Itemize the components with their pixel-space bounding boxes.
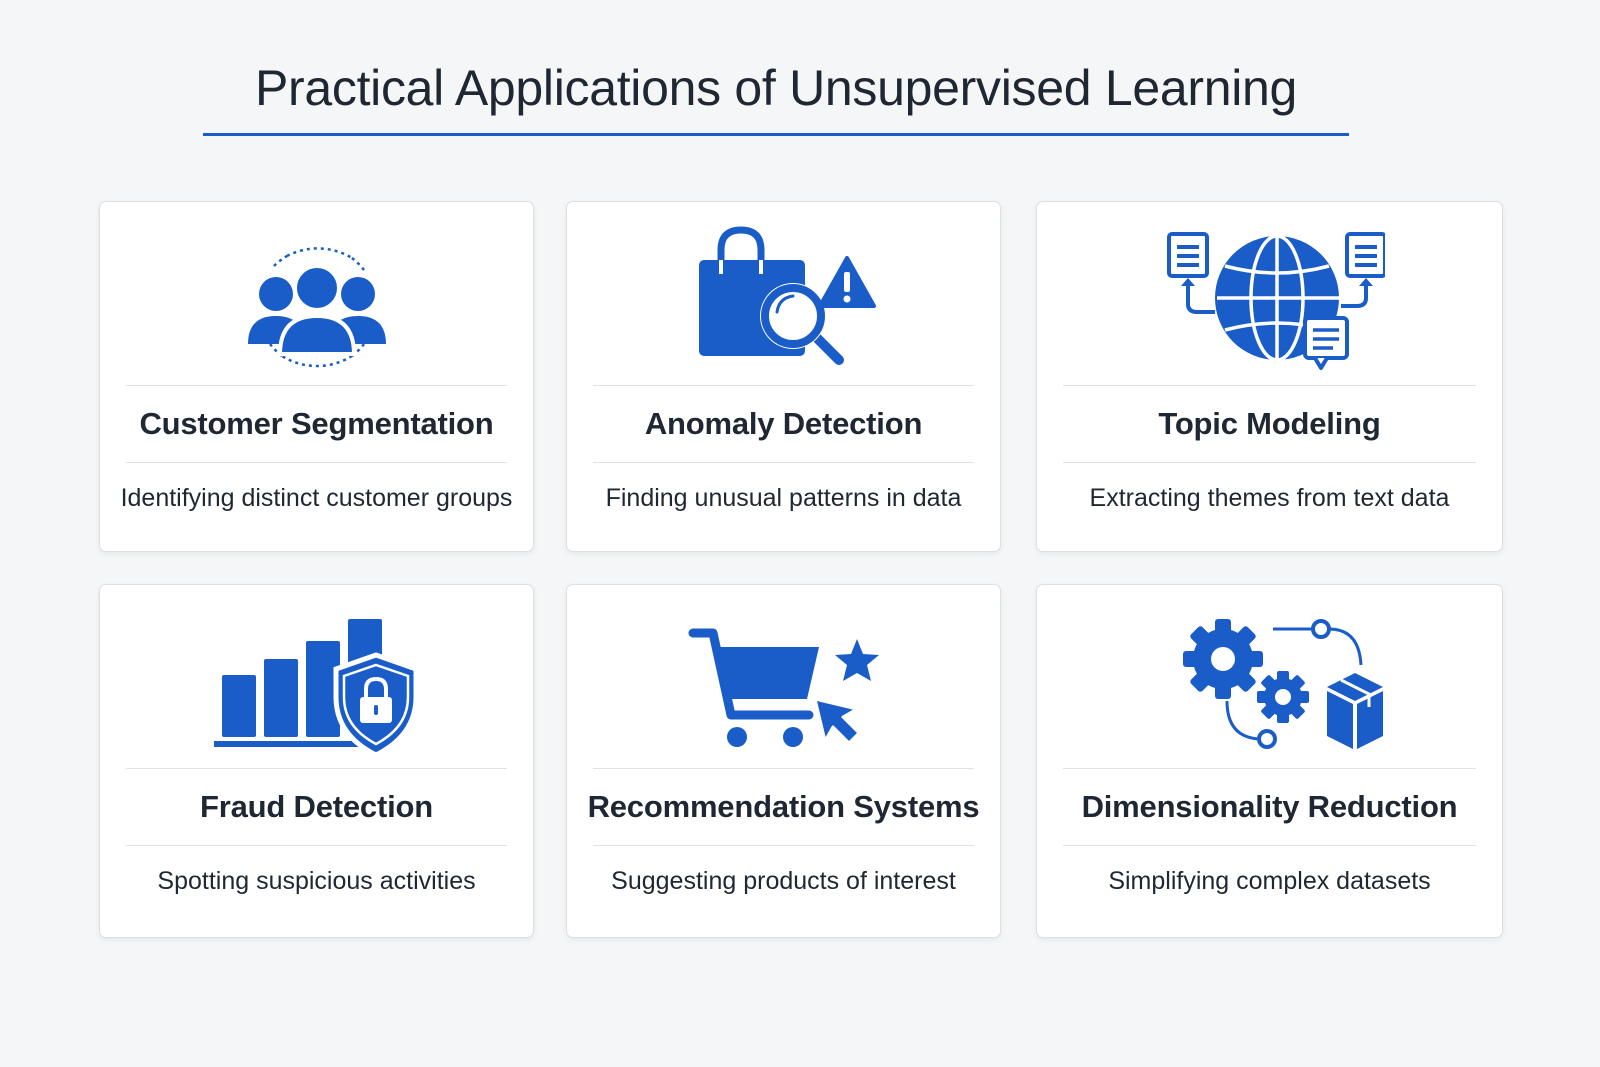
card-description: Suggesting products of interest: [611, 866, 956, 895]
divider: [593, 385, 974, 386]
card-heading: Anomaly Detection: [644, 406, 923, 441]
shopping-bag-magnifier-warning-icon: [567, 220, 1000, 378]
card-topic-modeling: Topic Modeling Extracting themes from te…: [1036, 201, 1503, 552]
divider: [593, 768, 974, 769]
card-fraud-detection: Fraud Detection Spotting suspicious acti…: [99, 584, 534, 938]
divider: [126, 845, 507, 846]
card-heading: Recommendation Systems: [587, 789, 980, 824]
card-heading: Dimensionality Reduction: [1081, 789, 1458, 824]
card-description: Simplifying complex datasets: [1108, 866, 1431, 895]
divider: [1063, 845, 1476, 846]
card-anomaly-detection: Anomaly Detection Finding unusual patter…: [566, 201, 1001, 552]
card-heading: Topic Modeling: [1158, 406, 1381, 441]
divider: [126, 462, 507, 463]
card-dimensionality-reduction: Dimensionality Reduction Simplifying com…: [1036, 584, 1503, 938]
card-description: Extracting themes from text data: [1089, 483, 1450, 512]
bar-chart-shield-lock-icon: [100, 603, 533, 761]
globe-documents-icon: [1037, 220, 1502, 378]
card-heading: Fraud Detection: [200, 789, 433, 824]
page-title: Practical Applications of Unsupervised L…: [254, 60, 1298, 116]
divider: [1063, 462, 1476, 463]
card-description: Identifying distinct customer groups: [120, 483, 513, 512]
card-heading: Customer Segmentation: [139, 406, 494, 441]
divider: [1063, 768, 1476, 769]
title-underline: [203, 133, 1349, 136]
card-recommendation-systems: Recommendation Systems Suggesting produc…: [566, 584, 1001, 938]
divider: [593, 845, 974, 846]
gears-box-icon: [1037, 603, 1502, 761]
card-description: Spotting suspicious activities: [157, 866, 476, 895]
divider: [1063, 385, 1476, 386]
divider: [126, 768, 507, 769]
divider: [593, 462, 974, 463]
user-group-icon: [100, 220, 533, 378]
card-customer-segmentation: Customer Segmentation Identifying distin…: [99, 201, 534, 552]
cart-star-cursor-icon: [567, 603, 1000, 761]
card-description: Finding unusual patterns in data: [605, 483, 962, 512]
divider: [126, 385, 507, 386]
